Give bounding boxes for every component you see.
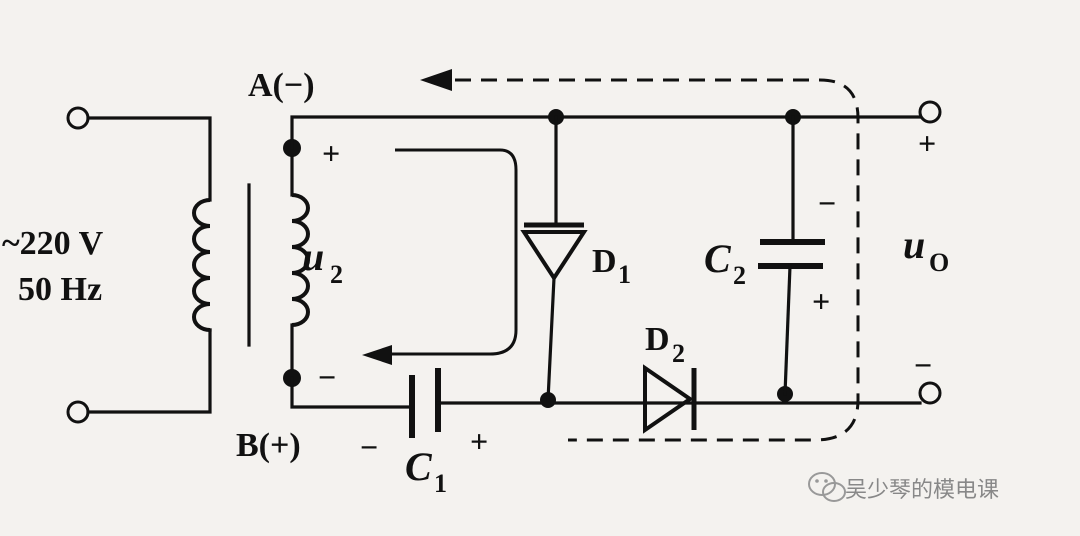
c2-bottom-sign: + <box>812 283 830 319</box>
secondary-voltage-subscript: 2 <box>330 260 343 289</box>
arrow-head <box>362 345 392 365</box>
d2-subscript: 2 <box>672 339 685 368</box>
secondary-minus-sign: − <box>318 359 336 395</box>
primary-bottom-terminal <box>66 400 90 424</box>
output-plus-terminal <box>918 100 942 124</box>
watermark-text: 吴少琴的模电课 <box>845 478 999 503</box>
charging-current-path-c2 <box>420 69 860 442</box>
bottom-rail-left-wire <box>290 376 414 409</box>
c1-right-sign: + <box>470 423 488 459</box>
output-voltage-symbol: u <box>903 222 925 267</box>
output-minus-sign: − <box>914 347 932 383</box>
primary-bottom-wire <box>86 328 212 414</box>
source-voltage-label: ~220 V <box>2 225 104 262</box>
source-frequency-label: 50 Hz <box>18 271 102 308</box>
capacitor-c1 <box>409 368 441 438</box>
output-minus-terminal <box>918 381 942 405</box>
capacitor-c2 <box>758 115 825 396</box>
charging-current-path-c1 <box>362 148 518 365</box>
c1-left-sign: − <box>360 429 378 465</box>
c1-symbol: C <box>405 444 433 489</box>
c1-subscript: 1 <box>434 469 447 498</box>
node-a-label: A(−) <box>248 67 315 104</box>
primary-winding-group <box>66 106 212 424</box>
top-rail-wire <box>290 115 922 150</box>
primary-top-wire <box>86 116 212 202</box>
secondary-plus-sign: + <box>322 135 340 171</box>
d1-subscript: 1 <box>618 260 631 289</box>
output-plus-sign: + <box>918 125 936 161</box>
primary-top-terminal <box>66 106 90 130</box>
c2-symbol: C <box>704 236 732 281</box>
d2-symbol: D <box>645 321 670 358</box>
wechat-icon <box>808 472 846 502</box>
c2-top-sign: − <box>818 185 836 221</box>
output-voltage-subscript: O <box>929 248 949 277</box>
diode-d2 <box>643 364 697 434</box>
primary-coil <box>192 198 211 332</box>
c2-subscript: 2 <box>733 261 746 290</box>
arrow-head <box>420 69 452 91</box>
d1-symbol: D <box>592 243 617 280</box>
secondary-voltage-symbol: u <box>302 234 324 279</box>
diode-d1 <box>520 115 588 402</box>
node-b-label: B(+) <box>236 427 301 464</box>
watermark: 吴少琴的模电课 <box>808 472 999 503</box>
secondary-coil <box>291 193 310 327</box>
